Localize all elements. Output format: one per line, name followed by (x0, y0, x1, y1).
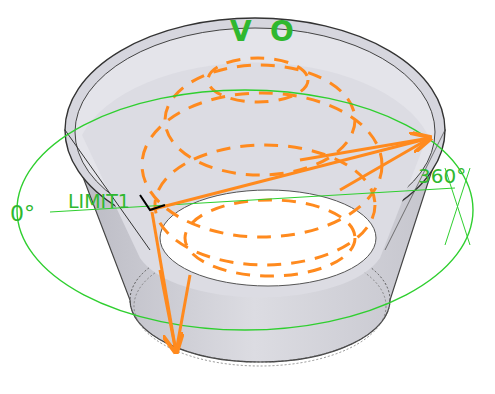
view-label: 0° (10, 203, 35, 225)
view-label: O (270, 18, 294, 46)
view-label: LIMIT1 (68, 192, 130, 211)
view-label: V (230, 18, 252, 46)
view-label: 360° (418, 166, 466, 186)
